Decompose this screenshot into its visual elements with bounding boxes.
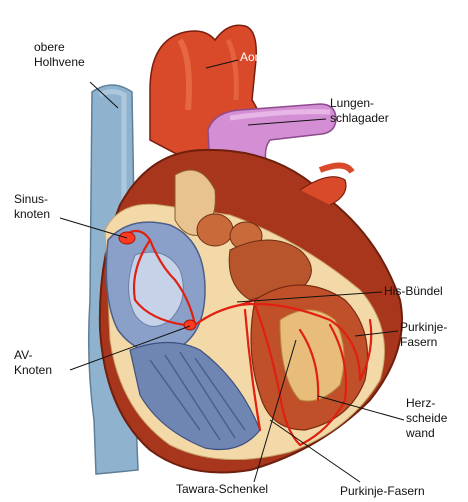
label-line: schlagader	[330, 111, 389, 126]
label-line: Knoten	[14, 363, 52, 378]
label-line: Herz-	[406, 396, 447, 411]
label-line: Fasern	[400, 335, 447, 350]
label-herzscheidewand: Herz- scheide wand	[406, 396, 447, 441]
label-obere-hohlvene: obere Holhvene	[34, 40, 85, 70]
label-av-knoten: AV- Knoten	[14, 348, 52, 378]
label-line: AV-	[14, 348, 52, 363]
label-lungenschlagader: Lungen- schlagader	[330, 96, 389, 126]
label-line: Holhvene	[34, 55, 85, 70]
label-line: obere	[34, 40, 85, 55]
label-line: knoten	[14, 207, 50, 222]
label-aorta: Aorta	[240, 50, 269, 65]
label-sinusknoten: Sinus- knoten	[14, 192, 50, 222]
label-tawara-schenkel: Tawara-Schenkel	[176, 482, 268, 497]
label-purkinje-fasern-right: Purkinje- Fasern	[400, 320, 447, 350]
label-purkinje-fasern-bottom: Purkinje-Fasern	[340, 484, 425, 499]
label-line: wand	[406, 426, 447, 441]
label-line: scheide	[406, 411, 447, 426]
label-his-buendel: His-Bündel	[384, 284, 443, 299]
label-line: Lungen-	[330, 96, 389, 111]
label-line: Sinus-	[14, 192, 50, 207]
label-line: Purkinje-	[400, 320, 447, 335]
